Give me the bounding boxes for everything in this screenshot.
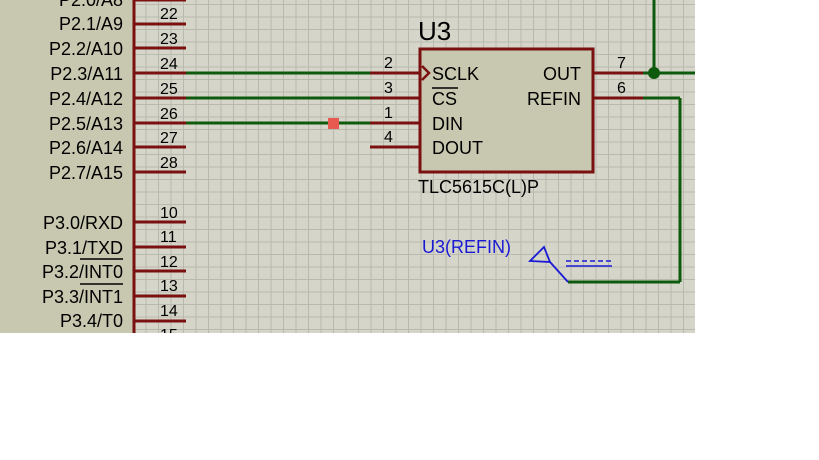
chip-pin-name: DIN xyxy=(432,114,463,134)
mcu-pin-number: 28 xyxy=(160,155,178,172)
chip-pin-name: DOUT xyxy=(432,138,483,158)
chip-pin-number: 1 xyxy=(384,105,393,122)
mcu-pin[interactable]: 15 xyxy=(160,327,178,333)
mcu-pin[interactable]: P2.4/A12 25 xyxy=(49,81,186,109)
schematic-svg: P2.0/A8 21 P2.1/A9 22 P2.2/A10 23 P2.3/A… xyxy=(0,0,695,333)
chip-pin-name: OUT xyxy=(543,64,581,84)
probe-lead xyxy=(549,261,569,283)
mcu-pin-number: 24 xyxy=(160,56,178,73)
mcu-pin-number: 25 xyxy=(160,81,178,98)
mcu-pin-label: P2.7/A15 xyxy=(49,163,123,183)
mcu-pin-label: P2.2/A10 xyxy=(49,39,123,59)
chip-body[interactable] xyxy=(418,47,595,174)
mcu-pin-label: P3.1/TXD xyxy=(45,238,123,258)
mcu-pin-number: 23 xyxy=(160,31,178,48)
mcu-pin-label: P2.6/A14 xyxy=(49,138,123,158)
mcu-pin[interactable]: P3.1/TXD 11 xyxy=(45,229,186,258)
mcu-pin-label: P2.5/A13 xyxy=(49,114,123,134)
clock-icon xyxy=(421,65,431,81)
mcu-pin-label: P2.1/A9 xyxy=(59,14,123,34)
mcu-pin[interactable]: P2.6/A14 27 xyxy=(49,130,186,158)
mcu-pin-label: P2.3/A11 xyxy=(50,64,123,84)
mcu-pin[interactable]: P2.5/A13 26 xyxy=(49,106,186,134)
mcu-pin-label: P3.4/T0 xyxy=(60,311,123,331)
mcu-pin-number: 10 xyxy=(160,205,178,222)
mcu-pin[interactable]: P2.2/A10 23 xyxy=(49,31,186,59)
chip-pin-name: CS xyxy=(432,89,457,109)
mcu-pin-label: P3.0/RXD xyxy=(43,213,123,233)
chip-reference: U3 xyxy=(418,16,451,46)
mcu-pin[interactable]: P2.1/A9 22 xyxy=(59,6,186,34)
mcu-pin-label: P3.3/INT1 xyxy=(42,287,123,307)
chip-pin-number: 4 xyxy=(384,129,393,146)
mcu-pin-list: P2.0/A8 21 P2.1/A9 22 P2.2/A10 23 P2.3/A… xyxy=(42,0,186,333)
chip-pin-name: SCLK xyxy=(432,64,479,84)
mcu-pin-label: P3.2/INT0 xyxy=(42,262,123,282)
chip-pin-number: 2 xyxy=(384,55,393,72)
probe-label: U3(REFIN) xyxy=(422,237,511,257)
mcu-pin-number: 26 xyxy=(160,106,178,123)
chip-pin-number: 7 xyxy=(617,55,626,72)
mcu-pin[interactable]: P2.3/A11 24 xyxy=(50,56,186,84)
junction-dot xyxy=(648,67,660,79)
mcu-pin-number: 15 xyxy=(160,327,178,333)
chip-part-number: TLC5615C(L)P xyxy=(418,177,539,197)
mcu-pin[interactable]: P3.0/RXD 10 xyxy=(43,205,186,233)
wire-marker[interactable] xyxy=(328,118,339,129)
schematic-canvas[interactable]: P2.0/A8 21 P2.1/A9 22 P2.2/A10 23 P2.3/A… xyxy=(0,0,695,333)
chip-pin-name: REFIN xyxy=(527,89,581,109)
mcu-pin[interactable]: P2.7/A15 28 xyxy=(49,155,186,183)
mcu-pin[interactable]: P3.2/INT0 12 xyxy=(42,254,186,282)
mcu-pin-number: 11 xyxy=(160,229,177,246)
mcu-pin-number: 22 xyxy=(160,6,178,23)
mcu-pin[interactable]: P3.4/T0 14 xyxy=(60,303,186,331)
mcu-pin-number: 12 xyxy=(160,254,178,271)
mcu-pin-label: P2.0/A8 xyxy=(59,0,123,10)
chip-pin-number: 6 xyxy=(617,80,626,97)
mcu-pin[interactable]: P2.0/A8 21 xyxy=(59,0,186,10)
voltage-probe[interactable]: U3(REFIN) xyxy=(422,237,612,283)
mcu-body[interactable] xyxy=(0,0,133,333)
mcu-pin-label: P2.4/A12 xyxy=(49,89,123,109)
wires xyxy=(186,0,695,284)
mcu-pin-number: 13 xyxy=(160,278,178,295)
chip-u3[interactable]: U3 2 SCLK 3 CS 1 DIN 4 DOUT OUT 7 REFIN … xyxy=(370,16,643,197)
mcu-pin-number: 14 xyxy=(160,303,178,320)
probe-icon xyxy=(527,245,552,263)
mcu-pin[interactable]: P3.3/INT1 13 xyxy=(42,278,186,307)
mcu-pin-number: 27 xyxy=(160,130,178,147)
chip-pin-number: 3 xyxy=(384,80,393,97)
